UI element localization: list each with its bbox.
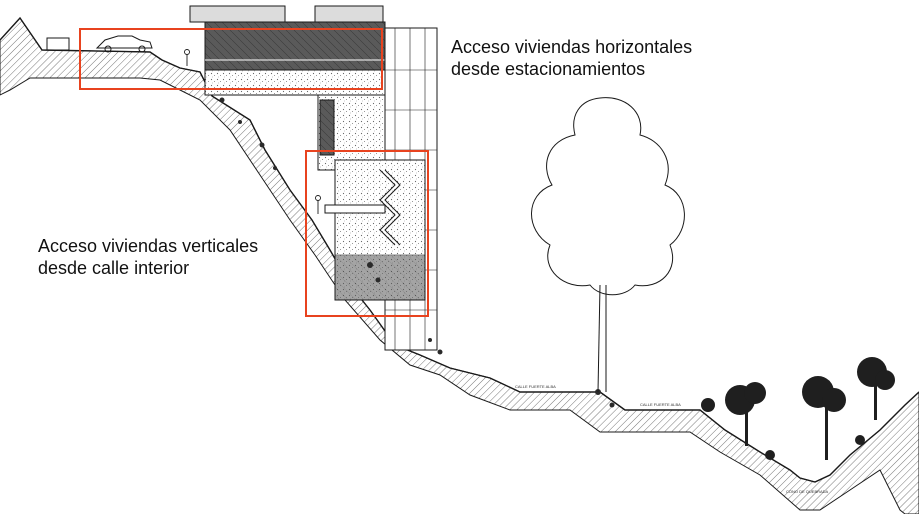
entry-platform xyxy=(324,204,386,214)
callout-horizontal-line1: Acceso viviendas horizontales xyxy=(451,37,693,57)
highlight-horizontal-access xyxy=(79,28,383,90)
callout-horizontal-access: Acceso viviendas horizontales desde esta… xyxy=(451,36,692,80)
callout-vertical-access: Acceso viviendas verticales desde calle … xyxy=(38,235,258,279)
stair-base xyxy=(334,254,426,301)
roof-pergola-right xyxy=(314,5,384,23)
ravine-trees xyxy=(701,357,895,460)
human-figure-upper xyxy=(184,49,190,66)
ravine-label: CONO DE QUEBRADA xyxy=(786,489,829,494)
slope-shrubs xyxy=(219,97,615,408)
callout-horizontal-line2: desde estacionamientos xyxy=(451,59,646,79)
highlight-vertical-access xyxy=(305,150,429,317)
callout-vertical-line2: desde calle interior xyxy=(38,258,190,278)
ground-surface-line xyxy=(0,16,919,483)
street-label-upper: CALLE FUERTE ALBA xyxy=(515,384,556,389)
human-figure-lower xyxy=(315,195,321,214)
tall-tree-outline xyxy=(531,97,685,393)
core-dark-panel xyxy=(319,99,335,156)
callout-vertical-line1: Acceso viviendas verticales xyxy=(38,236,259,256)
stairway xyxy=(379,169,401,246)
street-label-lower: CALLE FUERTE ALBA xyxy=(640,402,681,407)
roof-pergola-left xyxy=(189,5,286,23)
small-vehicle xyxy=(46,37,70,51)
upper-slab-stone xyxy=(204,69,386,96)
parked-car xyxy=(95,35,153,53)
